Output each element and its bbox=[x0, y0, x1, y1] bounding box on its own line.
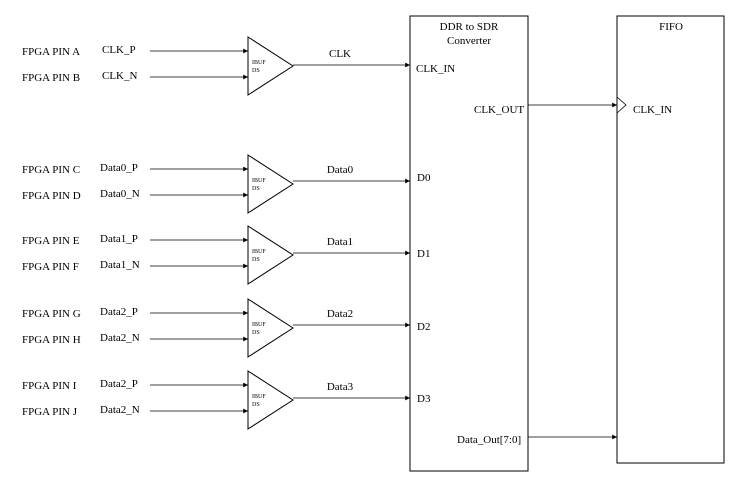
fpga-pin-label: FPGA PIN D bbox=[22, 190, 81, 202]
converter-title-line2: Converter bbox=[447, 35, 491, 47]
converter-data-out-port: Data_Out[7:0] bbox=[457, 434, 521, 446]
converter-input-port: CLK_IN bbox=[416, 63, 455, 75]
input-signal-label: Data0_P bbox=[100, 162, 138, 174]
fifo-block bbox=[616, 15, 725, 464]
converter-input-port: D1 bbox=[417, 248, 430, 260]
fifo-clock-input-symbol bbox=[616, 96, 627, 114]
fpga-pin-label: FPGA PIN F bbox=[22, 261, 79, 273]
fpga-pin-label: FPGA PIN E bbox=[22, 235, 80, 247]
net-label: CLK bbox=[329, 48, 351, 60]
converter-input-port: D0 bbox=[417, 172, 431, 184]
ibufds-buffer bbox=[247, 298, 294, 358]
net-label: Data3 bbox=[327, 381, 354, 393]
buffer-label: IBUF bbox=[252, 322, 266, 328]
input-signal-label: Data0_N bbox=[100, 188, 140, 200]
input-signal-label: Data1_P bbox=[100, 233, 138, 245]
buffer-label: DS bbox=[252, 402, 260, 408]
input-signal-label: Data1_N bbox=[100, 259, 140, 271]
buffer-label: DS bbox=[252, 257, 260, 263]
input-signal-label: Data2_N bbox=[100, 404, 140, 416]
fpga-pin-label: FPGA PIN A bbox=[22, 46, 80, 58]
converter-input-port: D3 bbox=[417, 393, 431, 405]
ibufds-buffer bbox=[247, 36, 294, 96]
fpga-pin-label: FPGA PIN B bbox=[22, 72, 80, 84]
input-signal-label: Data2_P bbox=[100, 306, 138, 318]
fpga-pin-label: FPGA PIN G bbox=[22, 308, 81, 320]
fpga-pin-label: FPGA PIN H bbox=[22, 334, 81, 346]
buffer-label: DS bbox=[252, 186, 260, 192]
buffer-label: IBUF bbox=[252, 60, 266, 66]
fpga-pin-label: FPGA PIN C bbox=[22, 164, 80, 176]
input-signal-label: Data2_P bbox=[100, 378, 138, 390]
fpga-pin-label: FPGA PIN J bbox=[22, 406, 78, 418]
fpga-pin-label: FPGA PIN I bbox=[22, 380, 77, 392]
converter-title-line1: DDR to SDR bbox=[440, 21, 499, 33]
net-label: Data0 bbox=[327, 164, 354, 176]
buffer-label: DS bbox=[252, 68, 260, 74]
input-signal-label: Data2_N bbox=[100, 332, 140, 344]
fifo-clk-in-port: CLK_IN bbox=[633, 104, 672, 116]
ibufds-buffer bbox=[247, 154, 294, 214]
input-signal-label: CLK_N bbox=[102, 70, 138, 82]
buffer-label: IBUF bbox=[252, 394, 266, 400]
converter-input-port: D2 bbox=[417, 321, 430, 333]
converter-block bbox=[409, 15, 529, 472]
ibufds-buffer bbox=[247, 370, 294, 430]
ibufds-buffer bbox=[247, 225, 294, 285]
input-signal-label: CLK_P bbox=[102, 44, 136, 56]
converter-clk-out-port: CLK_OUT bbox=[474, 104, 524, 116]
fifo-title: FIFO bbox=[659, 21, 683, 33]
net-label: Data1 bbox=[327, 236, 353, 248]
buffer-label: IBUF bbox=[252, 178, 266, 184]
net-label: Data2 bbox=[327, 308, 353, 320]
buffer-label: DS bbox=[252, 330, 260, 336]
buffer-label: IBUF bbox=[252, 249, 266, 255]
